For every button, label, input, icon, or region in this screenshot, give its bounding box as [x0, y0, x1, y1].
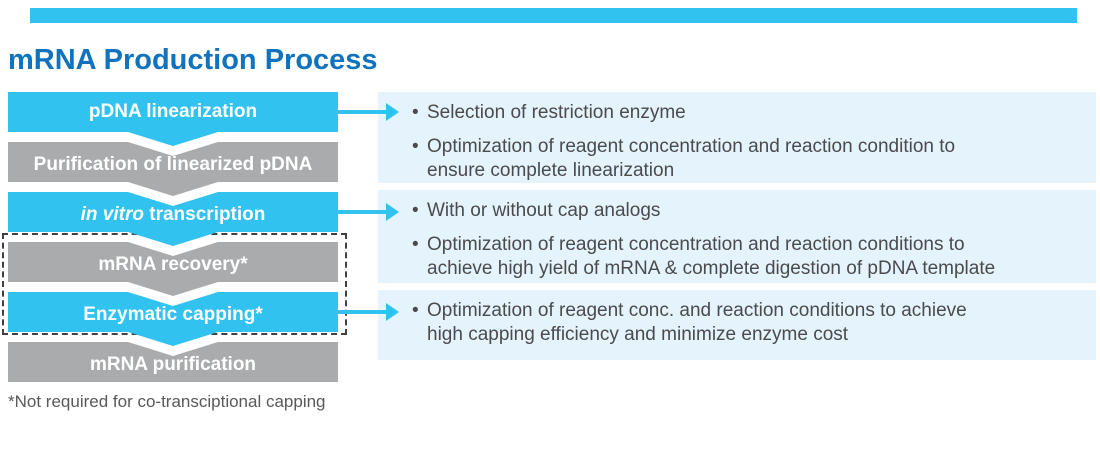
- flow-step-mrna-purification: mRNA purification: [8, 342, 338, 382]
- step-label: mRNA recovery*: [98, 254, 248, 275]
- arrow-line: [330, 210, 387, 214]
- page-title: mRNA Production Process: [8, 44, 378, 76]
- top-accent-bar: [30, 8, 1077, 23]
- bullet-list: Selection of restriction enzyme Optimiza…: [378, 92, 1096, 183]
- footnote: *Not required for co-transciptional capp…: [8, 392, 326, 411]
- arrow-head: [386, 103, 399, 121]
- detail-panel-transcription: With or without cap analogs Optimization…: [378, 190, 1096, 283]
- bullet-list: With or without cap analogs Optimization…: [378, 190, 1096, 281]
- bullet-list: Optimization of reagent conc. and reacti…: [378, 290, 1096, 347]
- arrow-head: [386, 203, 399, 221]
- arrow-line: [330, 110, 387, 114]
- step-label: mRNA purification: [89, 354, 257, 375]
- step-label: Enzymatic capping*: [83, 304, 263, 325]
- bullet-item: Optimization of reagent conc. and reacti…: [412, 299, 1086, 347]
- flow-step-purification-linearized-pdna: Purification of linearized pDNA: [8, 142, 338, 196]
- bullet-item: Optimization of reagent concentration an…: [412, 135, 1086, 183]
- step-label: in vitro transcription: [8, 192, 338, 232]
- arrow-line: [330, 310, 387, 314]
- detail-panel-linearization: Selection of restriction enzyme Optimiza…: [378, 92, 1096, 183]
- step-label: Purification of linearized pDNA: [33, 154, 313, 175]
- arrow-head: [386, 303, 399, 321]
- process-flow: pDNA linearization Purification of linea…: [2, 0, 347, 460]
- bullet-item: With or without cap analogs: [412, 199, 1086, 223]
- bullet-item: Selection of restriction enzyme: [412, 101, 1086, 125]
- detail-panel-capping: Optimization of reagent conc. and reacti…: [378, 290, 1096, 360]
- flow-step-pdna-linearization: pDNA linearization: [8, 92, 338, 146]
- step-label: pDNA linearization: [88, 101, 258, 122]
- step-label-italic: in vitro: [80, 204, 144, 225]
- bullet-item: Optimization of reagent concentration an…: [412, 233, 1086, 281]
- step-label-rest: transcription: [143, 204, 266, 225]
